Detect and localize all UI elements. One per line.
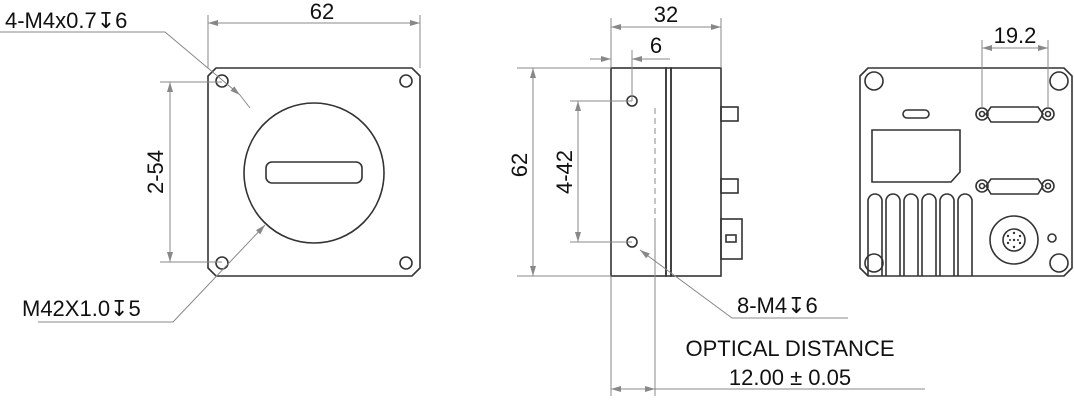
lens-mount-note: M42X1.0↧5 [22,296,141,321]
sensor-slot [265,161,363,184]
side-view: 32 6 62 4-42 8-M4↧6 OPTICAL DISTANCE 12.… [507,2,925,396]
mount-hole [399,256,413,270]
connector-spacing-dim: 19.2 [994,23,1037,48]
side-hole-note: 8-M4↧6 [737,293,818,318]
side-power-connector [720,218,743,260]
front-body-outline [207,67,421,277]
side-front-body [610,67,667,277]
mount-hole [215,256,229,270]
side-rear-body [670,67,722,277]
side-connector [720,106,739,122]
mount-hole-note: 4-M4x0.7↧6 [5,8,127,33]
mount-hole [399,74,413,88]
label-window [871,129,961,183]
front-width-dim: 62 [310,0,334,24]
front-hole-spacing-dim: 2-54 [143,150,168,194]
side-hole-spacing-dim: 4-42 [552,150,577,194]
side-connector [720,178,739,194]
side-depth-dim: 32 [654,2,678,27]
db-connector [975,106,1055,123]
rear-view: 19.2 [859,23,1073,277]
led-indicator [1047,233,1057,243]
round-io-connector [989,215,1039,265]
lens-mount-circle [243,102,385,244]
mount-hole [215,74,229,88]
rear-body-outline [859,67,1073,277]
db-connector [975,178,1055,195]
optical-distance-label: OPTICAL DISTANCE [685,336,894,361]
cooling-fins [867,193,973,276]
side-height-dim: 62 [507,153,532,177]
optical-distance-value: 12.00 ± 0.05 [729,365,851,390]
side-hole-offset-dim: 6 [650,33,662,58]
usb-port [902,109,930,119]
front-view: 62 2-54 4-M4x0.7↧6 M42X1.0↧5 [0,0,421,323]
